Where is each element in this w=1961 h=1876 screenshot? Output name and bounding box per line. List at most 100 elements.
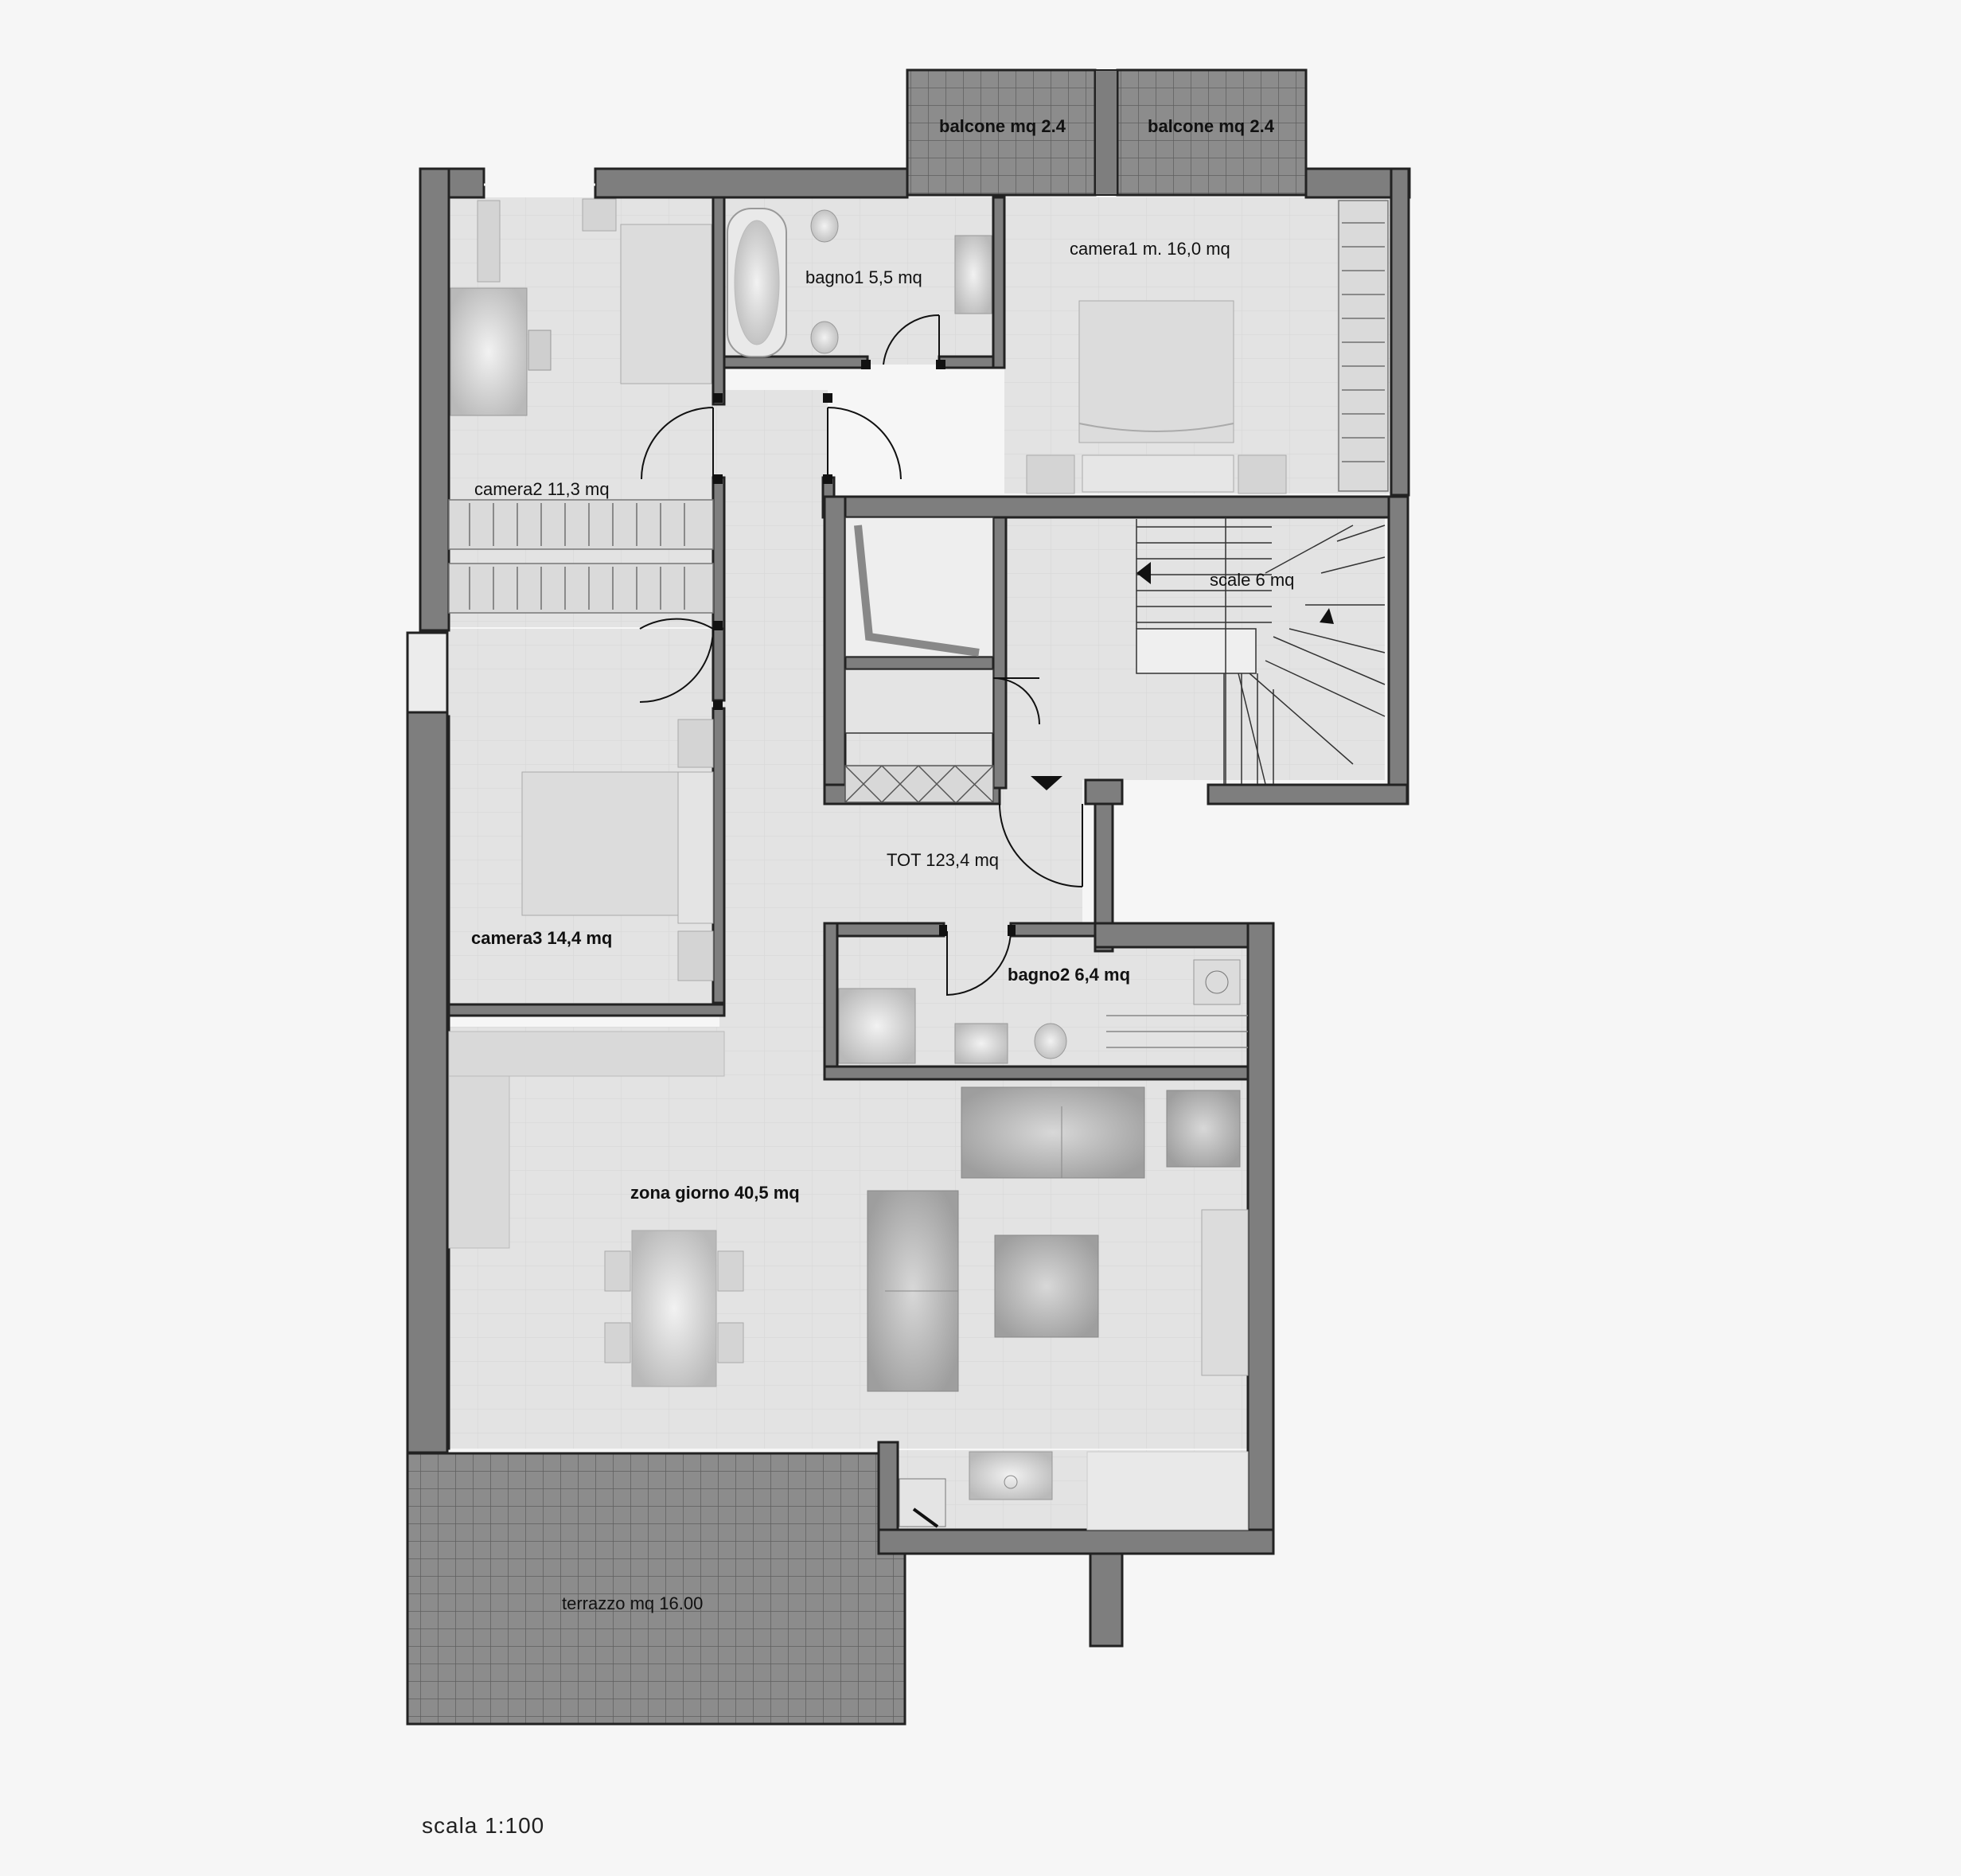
wall-top-mid	[594, 167, 909, 199]
wall-stair-left	[823, 495, 847, 805]
wall-bagno1-left	[711, 196, 726, 406]
shelf-camera2	[477, 200, 501, 283]
label-zona-giorno: zona giorno 40,5 mq	[630, 1183, 800, 1203]
nightstand-camera2	[582, 198, 617, 232]
wall-camera3-right-a	[711, 627, 726, 702]
wall-bagno2-bottom	[823, 1065, 1251, 1081]
chair-1	[604, 1250, 631, 1292]
wall-left-jamb	[406, 631, 449, 714]
closet-under-stair	[844, 669, 994, 734]
label-tot: TOT 123,4 mq	[887, 850, 999, 870]
wall-camera3-right-b	[711, 707, 726, 1004]
label-balcone-right: balcone mq 2.4	[1148, 116, 1275, 136]
wall-camera3-bottom	[447, 1003, 726, 1017]
label-camera2: camera2 11,3 mq	[474, 479, 610, 499]
kitchen-island	[1086, 1451, 1249, 1531]
wall-bagno2-top-right	[1009, 922, 1097, 938]
floor-corridor	[719, 390, 828, 1027]
furniture-camera2	[450, 198, 712, 416]
chair-4	[717, 1322, 744, 1363]
balcone-left	[906, 68, 1097, 197]
wardrobes	[448, 200, 1389, 614]
furniture-bagno1	[727, 208, 992, 357]
balcone-right	[1116, 68, 1308, 197]
door-bagno2	[946, 930, 1012, 997]
wall-right-lower	[1246, 922, 1275, 1531]
door-camera1	[827, 407, 902, 480]
chair-3	[717, 1250, 744, 1292]
kitchen-cabinet	[899, 1478, 946, 1527]
wall-closet-divider	[992, 516, 1008, 790]
nightstand-camera1-left	[1026, 454, 1075, 494]
wall-stair-right	[1387, 495, 1409, 805]
doors	[639, 314, 1083, 997]
wardrobe-camera3	[448, 563, 714, 614]
door-camera2	[641, 407, 714, 480]
stair-arrow-left	[1136, 562, 1151, 584]
door-ingresso	[999, 803, 1083, 887]
kitchen-counter	[448, 1031, 725, 1077]
balconies	[906, 68, 1308, 197]
wall-closet-shelf	[844, 655, 995, 671]
wardrobe-camera2	[448, 499, 714, 550]
wall-stair-bottom-right	[1207, 783, 1409, 805]
label-terrazzo: terrazzo mq 16.00	[562, 1593, 703, 1613]
desk	[450, 287, 528, 416]
wardrobe-camera1	[1338, 200, 1389, 492]
label-camera3: camera3 14,4 mq	[471, 928, 612, 948]
coffee-table	[994, 1234, 1099, 1338]
chair-2	[604, 1322, 631, 1363]
toilet-bagno2	[1034, 1023, 1067, 1059]
floor-ingresso	[828, 780, 1082, 931]
wardrobe-hangers	[469, 222, 1385, 610]
headboard-camera3	[677, 771, 714, 924]
toilet-bagno1	[810, 209, 839, 243]
furniture-bagno2	[838, 959, 1248, 1064]
label-balcone-left: balcone mq 2.4	[939, 116, 1066, 136]
bed-camera3	[521, 771, 679, 916]
chair	[528, 330, 552, 371]
wall-bagno2-left	[823, 922, 839, 1081]
sink-bagno2	[954, 1023, 1008, 1064]
staircase	[844, 517, 1386, 785]
kitchen-column	[448, 1075, 510, 1249]
scale-note: scala 1:100	[422, 1813, 545, 1838]
wall-bagno2-top-left	[823, 922, 945, 938]
label-bagno1: bagno1 5,5 mq	[805, 267, 922, 287]
wall-ingresso-pillar	[1094, 802, 1114, 953]
door-closet	[992, 677, 1040, 725]
shower	[838, 988, 916, 1064]
wall-right-outer	[1094, 922, 1275, 949]
washer	[1193, 959, 1241, 1005]
label-bagno2: bagno2 6,4 mq	[1008, 965, 1130, 985]
wall-kitchen-bottom	[877, 1528, 1275, 1555]
shoe-cabinet	[844, 765, 994, 803]
bidet-bagno1	[810, 321, 839, 354]
bathtub-inner	[734, 220, 780, 345]
bed-camera1	[1078, 300, 1234, 443]
armchair	[1166, 1090, 1241, 1168]
wall-stair-bottom-mid	[1084, 778, 1124, 805]
wall-stair-top	[823, 495, 1409, 519]
tv-cabinet	[1201, 1209, 1249, 1376]
label-camera1: camera1 m. 16,0 mq	[1070, 239, 1230, 259]
sink-bagno1	[954, 235, 992, 314]
wall-bagno1-right	[992, 196, 1006, 369]
door-camera3	[639, 618, 714, 703]
stair-landing	[1136, 628, 1257, 674]
furniture-zona-giorno	[448, 1031, 1249, 1531]
bed-camera2	[620, 224, 712, 384]
furniture-camera3	[521, 719, 714, 981]
nightstand-camera3-top	[677, 719, 714, 768]
wall-terrace-post	[1089, 1552, 1124, 1648]
bench-camera1	[1082, 454, 1234, 493]
sofa-top	[961, 1086, 1145, 1179]
door-bagno1	[883, 314, 940, 365]
nightstand-camera1-right	[1238, 454, 1287, 494]
dining-table	[631, 1230, 717, 1387]
wall-left-upper	[419, 167, 450, 632]
terrazzo	[406, 1452, 906, 1726]
wall-camera2-right	[711, 476, 726, 630]
nightstand-camera3-bottom	[677, 930, 714, 981]
